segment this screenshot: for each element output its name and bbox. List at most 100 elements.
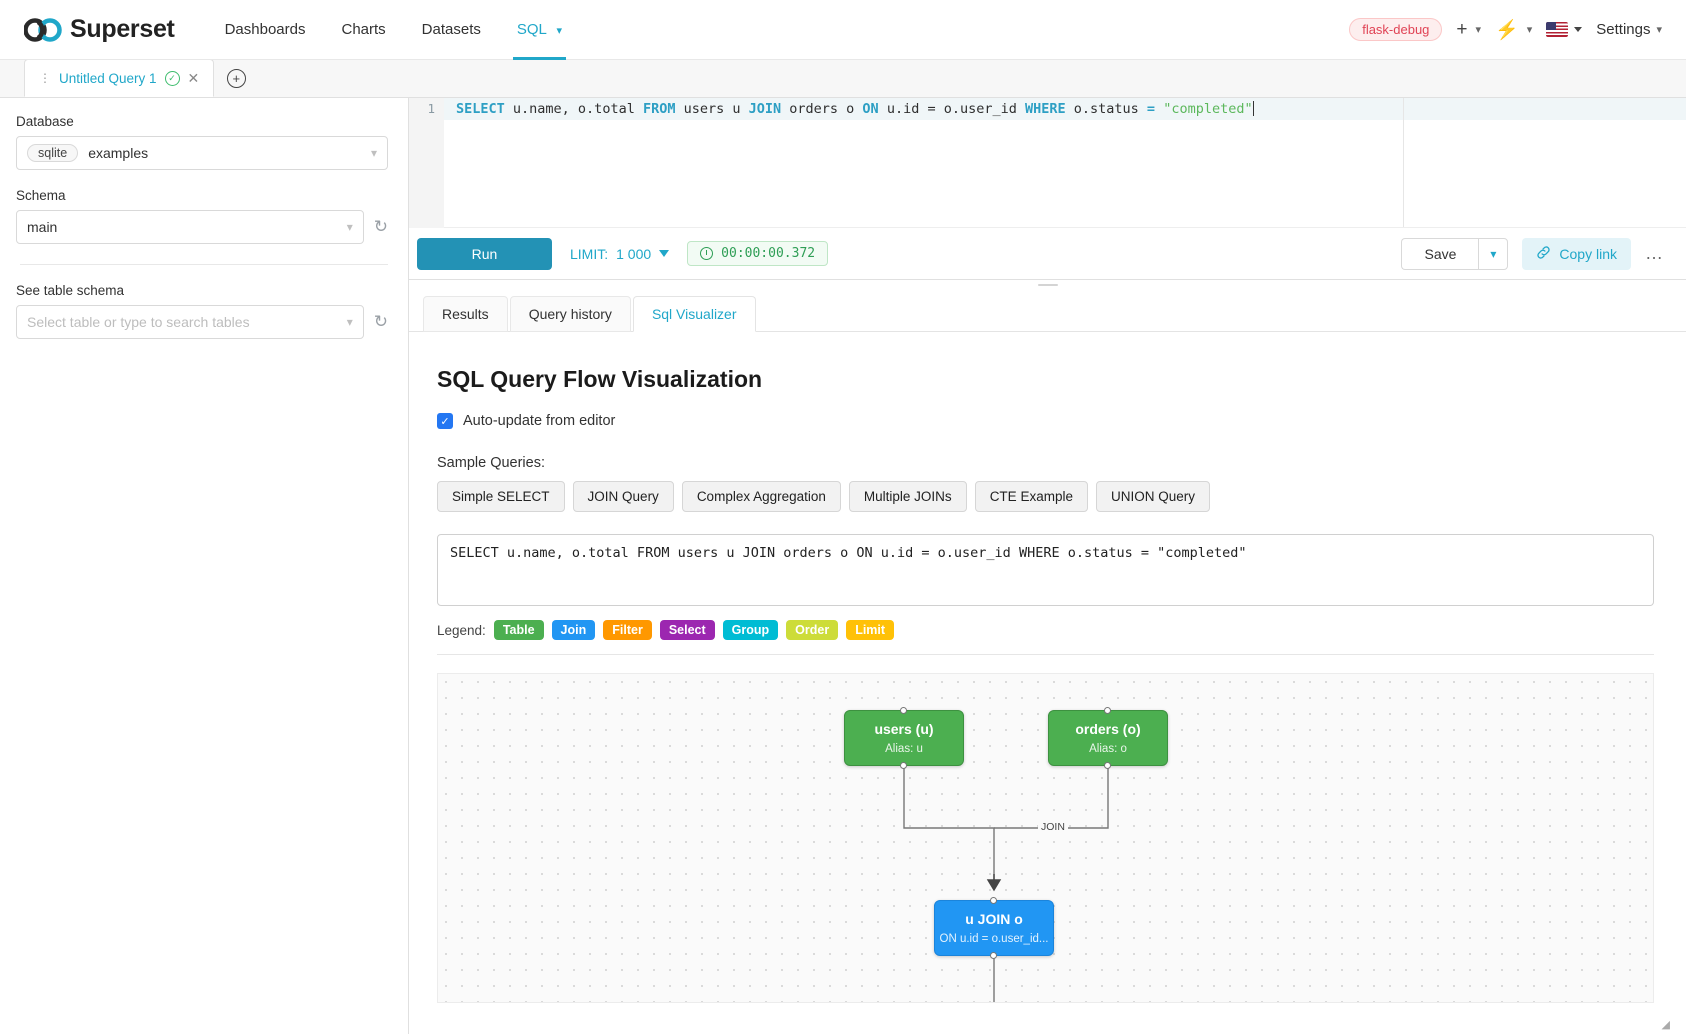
nav-link-sql-label: SQL	[516, 20, 547, 38]
nav-link-charts[interactable]: Charts	[323, 0, 403, 60]
query-tab-untitled-query-1[interactable]: ⋮ Untitled Query 1 ✓ ✕	[24, 59, 215, 97]
database-value: examples	[88, 145, 149, 161]
chevron-down-icon: ▾	[346, 315, 353, 329]
editor-empty-area[interactable]	[444, 120, 1686, 227]
settings-menu[interactable]: Settings ▾	[1596, 21, 1662, 38]
auto-update-label: Auto-update from editor	[463, 413, 616, 429]
sample-queries-label: Sample Queries:	[437, 455, 545, 471]
clock-icon	[700, 247, 714, 260]
database-label: Database	[16, 114, 74, 129]
check-circle-icon: ✓	[164, 70, 180, 86]
table-select[interactable]: Select table or type to search tables ▾	[16, 305, 364, 339]
result-tabs: Results Query history Sql Visualizer	[409, 290, 1686, 332]
panel-resize-handle[interactable]	[409, 280, 1686, 290]
node-port-bottom	[1103, 762, 1111, 769]
node-port-top	[989, 897, 997, 904]
left-panel: Database sqlite examples ▾ Schema main ▾…	[0, 98, 409, 1034]
flow-node-orders-title: orders (o)	[1075, 721, 1141, 737]
node-port-top	[1103, 707, 1111, 714]
chevron-down-icon: ▾	[1656, 24, 1662, 36]
database-engine-pill: sqlite	[27, 144, 79, 162]
refresh-schema-icon[interactable]: ↻	[373, 217, 388, 236]
text-cursor	[1252, 101, 1254, 116]
copy-link-button[interactable]: Copy link	[1522, 237, 1631, 270]
query-timer: 00:00:00.372	[687, 241, 829, 266]
legend-badge-order: Order	[786, 620, 839, 640]
chevron-down-icon: ▾	[1475, 24, 1482, 36]
add-query-tab-button[interactable]: +	[214, 59, 259, 97]
nav-link-sql[interactable]: SQL ▾	[499, 0, 580, 60]
legend-label: Legend:	[437, 622, 486, 638]
sample-button-simple-select[interactable]: Simple SELECT	[437, 481, 565, 512]
right-panel: 1 SELECT u.name, o.total FROM users u JO…	[409, 98, 1686, 1034]
nav-links: Dashboards Charts Datasets SQL ▾	[207, 0, 580, 60]
flask-debug-badge[interactable]: flask-debug	[1349, 18, 1443, 41]
navbar-right: flask-debug + ▾ ⚡ ▾ Settings ▾	[1349, 18, 1662, 42]
legend-badge-limit: Limit	[846, 620, 895, 640]
flow-node-users-title: users (u)	[874, 721, 934, 737]
panel-divider	[20, 264, 388, 265]
line-number: 1	[427, 101, 435, 116]
sample-query-buttons: Simple SELECT JOIN Query Complex Aggrega…	[437, 481, 1668, 512]
table-placeholder: Select table or type to search tables	[27, 314, 250, 330]
legend-badge-group: Group	[722, 620, 779, 640]
timer-value: 00:00:00.372	[721, 246, 816, 261]
sample-button-multiple-joins[interactable]: Multiple JOINs	[848, 481, 967, 512]
limit-dropdown[interactable]: LIMIT: 1 000	[570, 245, 670, 262]
limit-label: LIMIT:	[570, 245, 609, 262]
superset-logo[interactable]: Superset	[24, 15, 175, 44]
save-button[interactable]: Save	[1401, 237, 1479, 270]
nav-link-charts-label: Charts	[341, 20, 386, 38]
nav-link-datasets[interactable]: Datasets	[404, 0, 499, 60]
link-icon	[1536, 245, 1551, 263]
sample-button-join-query[interactable]: JOIN Query	[572, 481, 674, 512]
flow-node-users-subtitle: Alias: u	[885, 743, 923, 755]
auto-update-row[interactable]: ✓ Auto-update from editor	[437, 413, 1668, 429]
database-select[interactable]: sqlite examples ▾	[16, 136, 388, 170]
brand-text: Superset	[70, 15, 175, 43]
top-navbar: Superset Dashboards Charts Datasets SQL …	[0, 0, 1686, 60]
refresh-tables-icon[interactable]: ↻	[373, 312, 388, 331]
schema-select[interactable]: main ▾	[16, 210, 364, 244]
flow-canvas[interactable]: JOIN users (u) Alias: u orders (o) Alias…	[437, 673, 1654, 1003]
flow-node-orders[interactable]: orders (o) Alias: o	[1048, 707, 1168, 769]
chevron-down-icon: ▾	[1526, 24, 1533, 36]
sample-button-cte-example[interactable]: CTE Example	[974, 481, 1088, 512]
sample-button-complex-aggregation[interactable]: Complex Aggregation	[681, 481, 841, 512]
nav-link-dashboards[interactable]: Dashboards	[207, 0, 324, 60]
flow-node-join[interactable]: u JOIN o ON u.id = o.user_id...	[934, 897, 1054, 959]
nav-link-dashboards-label: Dashboards	[224, 20, 306, 38]
tab-sql-visualizer[interactable]: Sql Visualizer	[632, 296, 756, 332]
tab-query-history[interactable]: Query history	[509, 296, 631, 332]
flow-edges	[903, 766, 1109, 1002]
drag-handle-icon[interactable]: ⋮	[39, 71, 51, 85]
query-tab-label: Untitled Query 1	[59, 70, 157, 86]
bolt-menu-button[interactable]: ⚡ ▾	[1495, 18, 1532, 42]
page-title: SQL Query Flow Visualization	[437, 366, 763, 392]
run-button[interactable]: Run	[417, 237, 552, 270]
textarea-resize-grip[interactable]: ◢	[1661, 1019, 1670, 1031]
sql-editor[interactable]: 1 SELECT u.name, o.total FROM users u JO…	[409, 98, 1686, 228]
sample-button-union-query[interactable]: UNION Query	[1095, 481, 1210, 512]
sql-visualizer-panel: SQL Query Flow Visualization ✓ Auto-upda…	[409, 332, 1686, 1034]
nav-link-datasets-label: Datasets	[421, 20, 481, 38]
legend-badge-filter: Filter	[603, 620, 652, 640]
language-selector[interactable]	[1546, 22, 1583, 37]
auto-update-checkbox[interactable]: ✓	[437, 413, 453, 429]
flow-node-users[interactable]: users (u) Alias: u	[844, 707, 964, 769]
query-textarea[interactable]: SELECT u.name, o.total FROM users u JOIN…	[437, 534, 1654, 606]
close-icon[interactable]: ✕	[187, 69, 200, 86]
tab-results[interactable]: Results	[423, 296, 508, 332]
bolt-icon: ⚡	[1495, 19, 1519, 41]
editor-toolbar: Run LIMIT: 1 000 00:00:00.372 Save ▾	[409, 228, 1686, 280]
legend-badge-select: Select	[659, 620, 715, 640]
edge-label-join: JOIN	[1038, 821, 1068, 833]
flow-node-join-title: u JOIN o	[965, 911, 1023, 927]
save-dropdown-button[interactable]: ▾	[1478, 237, 1509, 270]
toolbar-right: Save ▾ Copy link …	[1401, 237, 1664, 270]
flow-node-orders-subtitle: Alias: o	[1089, 743, 1127, 755]
chevron-down-icon: ▾	[370, 146, 377, 160]
flow-node-join-subtitle: ON u.id = o.user_id...	[939, 933, 1049, 945]
new-item-button[interactable]: + ▾	[1456, 19, 1481, 41]
more-options-button[interactable]: …	[1645, 243, 1664, 263]
